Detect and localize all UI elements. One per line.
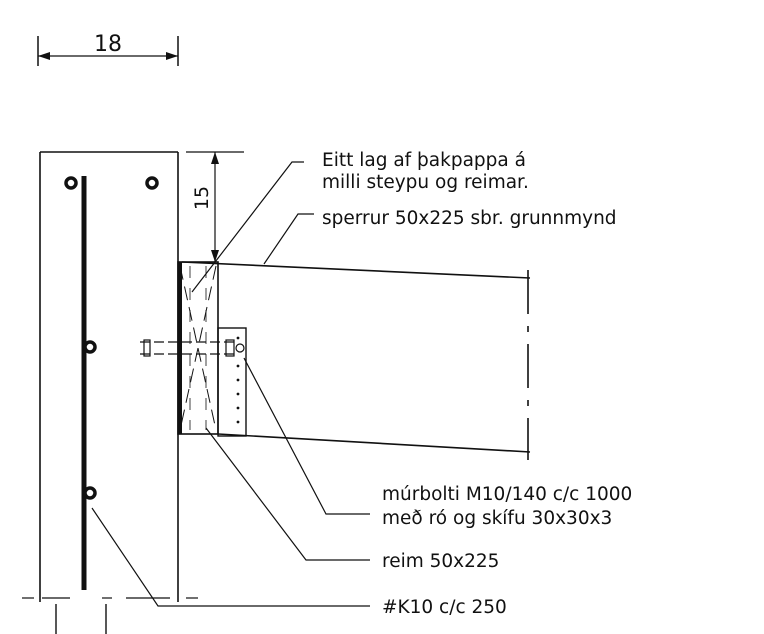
wall-plate xyxy=(177,261,219,435)
rebar-dot xyxy=(83,486,97,500)
rebar-dots xyxy=(64,176,159,500)
wall-width-label: 18 xyxy=(94,32,122,57)
concrete-wall xyxy=(22,151,198,634)
roofing-felt-line1: Eitt lag af þakpappa á xyxy=(322,150,526,171)
top-offset-dimension: 15 xyxy=(186,151,244,262)
rebar-dot xyxy=(83,340,97,354)
anchor-bolt-line2: með ró og skífu 30x30x3 xyxy=(382,508,612,529)
leader-lines xyxy=(91,161,370,607)
rebar-label: #K10 c/c 250 xyxy=(382,597,507,618)
rafter xyxy=(181,261,531,460)
anchor-bolt xyxy=(140,339,245,357)
roofing-felt-line2: milli steypu og reimar. xyxy=(322,172,529,193)
rafter-label: sperrur 50x225 sbr. grunnmynd xyxy=(322,208,617,229)
wall-plate-label: reim 50x225 xyxy=(382,551,499,572)
angle-plate xyxy=(217,327,247,437)
top-offset-label: 15 xyxy=(191,186,213,210)
rebar-dot xyxy=(64,176,78,190)
anchor-bolt-line1: múrbolti M10/140 c/c 1000 xyxy=(382,484,632,505)
rebar-dot xyxy=(145,176,159,190)
wall-width-dimension: 18 xyxy=(37,32,179,66)
